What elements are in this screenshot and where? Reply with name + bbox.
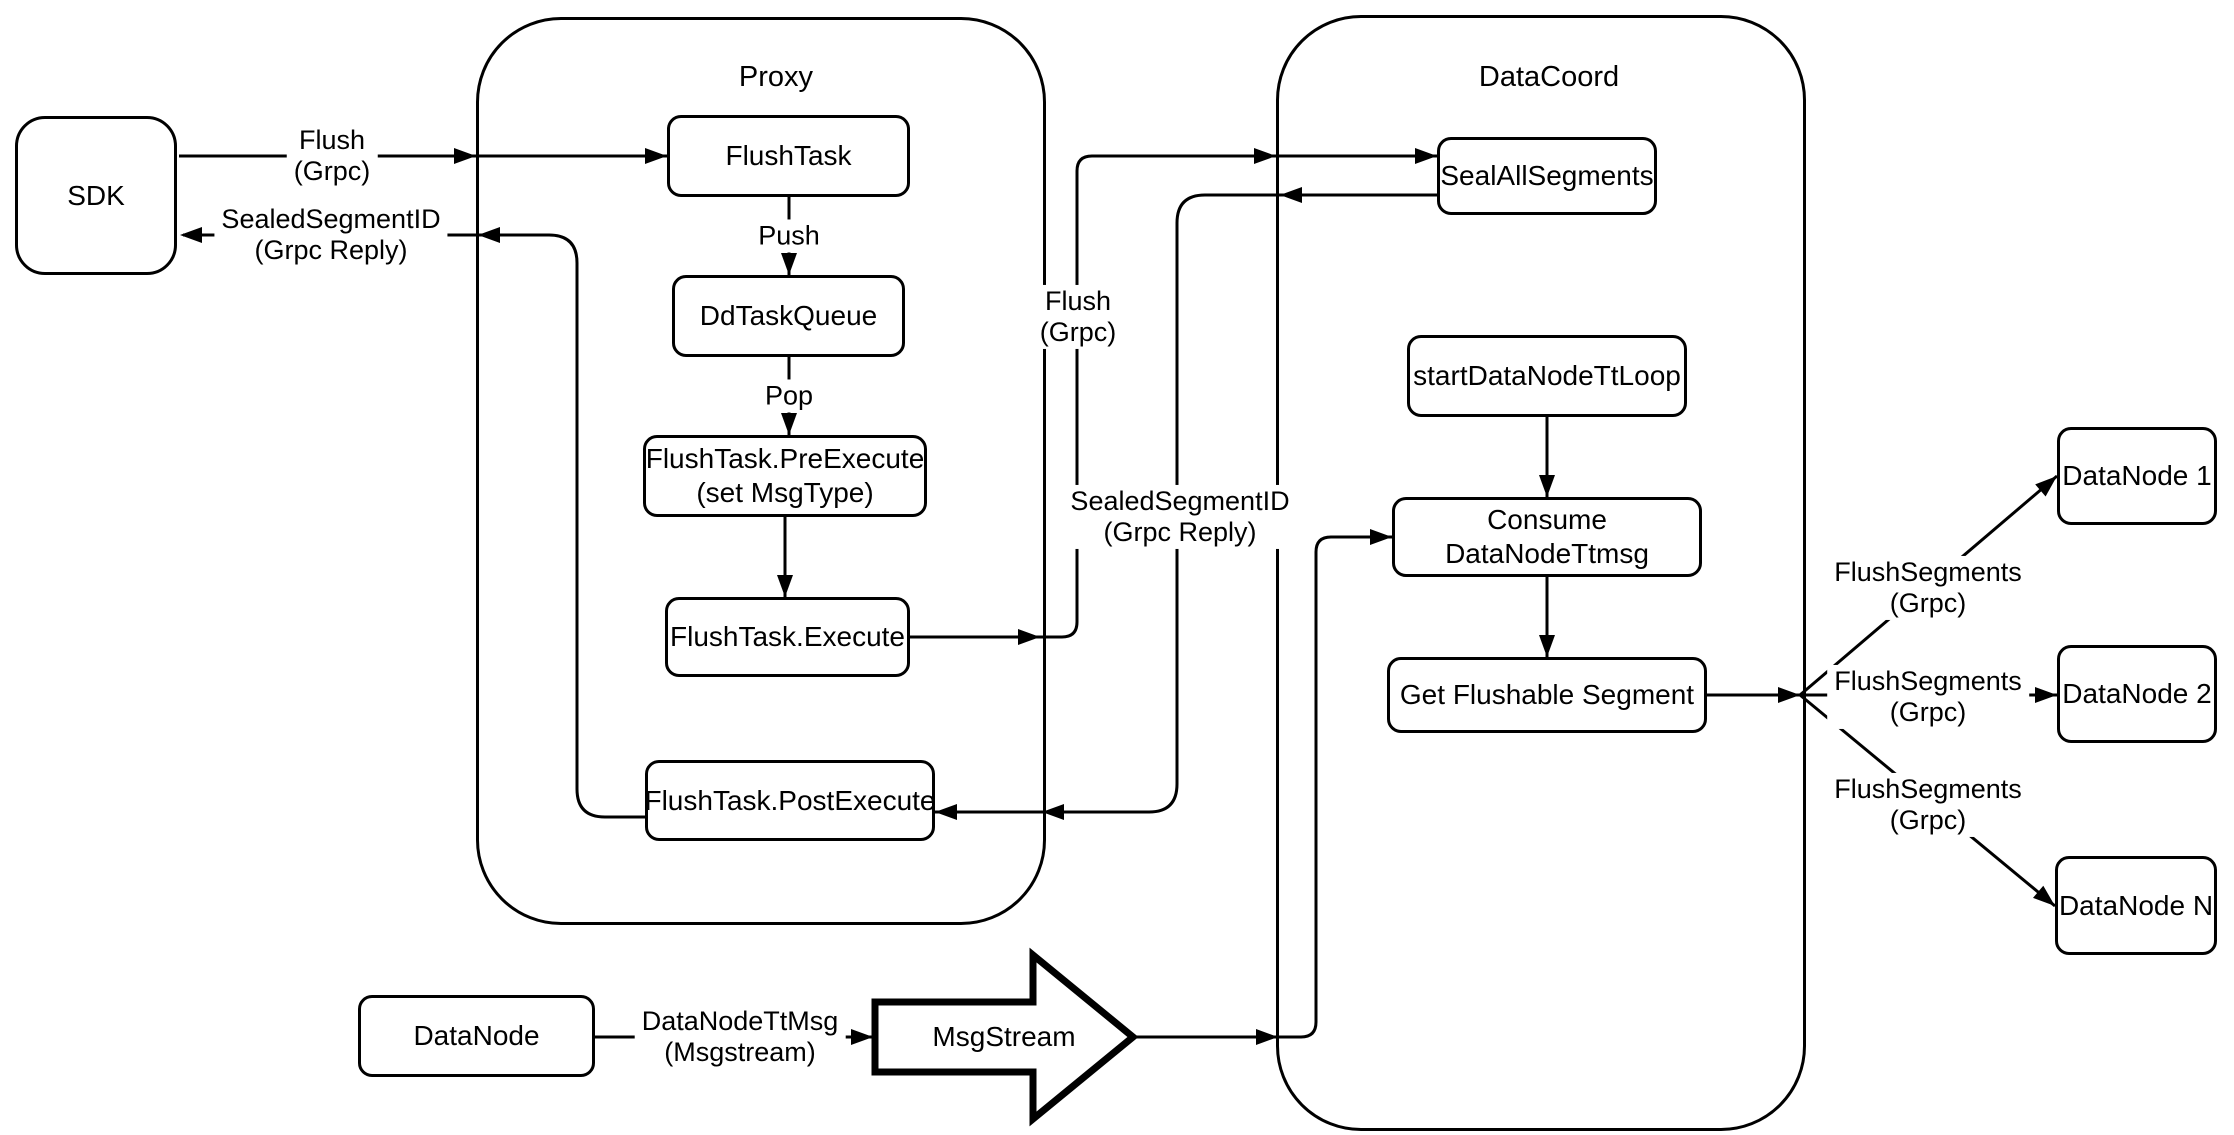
edge-msgstream-to-consume [1133, 535, 1392, 1039]
edge-label-flush-grpc-coord: Flush (Grpc) [1032, 284, 1124, 350]
edge-label-flush-grpc-sdk: Flush (Grpc) [286, 123, 378, 189]
edge-label-push: Push [751, 219, 827, 253]
arrowhead-consume-to-getflushable [1539, 635, 1555, 657]
proxy-container [476, 17, 1046, 925]
datanode-node: DataNode [358, 995, 595, 1077]
arrowhead-datanode-to-msgstream [851, 1029, 873, 1045]
datanoden-node: DataNode N [2055, 856, 2217, 955]
proxy-title: Proxy [738, 61, 814, 93]
edge-execute-to-sealallsegments [910, 154, 1437, 639]
edge-label-pop: Pop [757, 379, 821, 413]
arrowhead-pop [781, 413, 797, 435]
edge-label-sealedsegmentid-sdk: SealedSegmentID (Grpc Reply) [214, 202, 448, 268]
arrowheads-execute-to-sealallsegments [1018, 148, 1437, 645]
datanode1-node: DataNode 1 [2057, 427, 2217, 525]
flushtask-execute-node: FlushTask.Execute [665, 597, 910, 677]
arrowhead-fan-to-datanode2 [2035, 687, 2057, 703]
msgstream-arrow-shape [871, 947, 1139, 1127]
edge-postexecute-to-sdk [183, 233, 645, 819]
arrowhead-preexecute-to-execute [777, 575, 793, 597]
ddtaskqueue-node: DdTaskQueue [672, 275, 905, 357]
edge-label-flushsegments-3: FlushSegments (Grpc) [1827, 772, 2029, 838]
arrowheads-msgstream-to-consume [1256, 529, 1392, 1045]
consume-datanodettmsg-node: Consume DataNodeTtmsg [1392, 497, 1702, 577]
get-flushable-segment-node: Get Flushable Segment [1387, 657, 1707, 733]
datacoord-container [1276, 15, 1806, 1131]
startdatanodettloop-node: startDataNodeTtLoop [1407, 335, 1687, 417]
arrowhead-push [781, 253, 797, 275]
arrowheads-sdk-to-flushtask [454, 148, 667, 164]
edge-label-sealedsegmentid-coord: SealedSegmentID (Grpc Reply) [1063, 484, 1297, 550]
arrowhead-fan-to-datanoden [2033, 885, 2055, 906]
arrowhead-getflushable-to-border [1778, 687, 1800, 703]
arrowhead-startloop-to-consume [1539, 475, 1555, 497]
edge-label-flushsegments-2: FlushSegments (Grpc) [1827, 664, 2029, 730]
flushtask-postexecute-node: FlushTask.PostExecute [644, 760, 936, 841]
flushtask-node: FlushTask [667, 115, 910, 197]
msgstream-label: MsgStream [932, 1021, 1076, 1052]
flushtask-preexecute-node: FlushTask.PreExecute (set MsgType) [643, 435, 927, 517]
sealallsegments-node: SealAllSegments [1437, 137, 1657, 215]
edge-label-datanodettmsg: DataNodeTtMsg (Msgstream) [634, 1004, 846, 1070]
arrowhead-fan-to-datanode1 [2035, 476, 2057, 497]
datanode2-node: DataNode 2 [2057, 645, 2217, 743]
sdk-node: SDK [15, 116, 177, 275]
datacoord-title: DataCoord [1478, 61, 1620, 93]
edge-label-flushsegments-1: FlushSegments (Grpc) [1827, 555, 2029, 621]
